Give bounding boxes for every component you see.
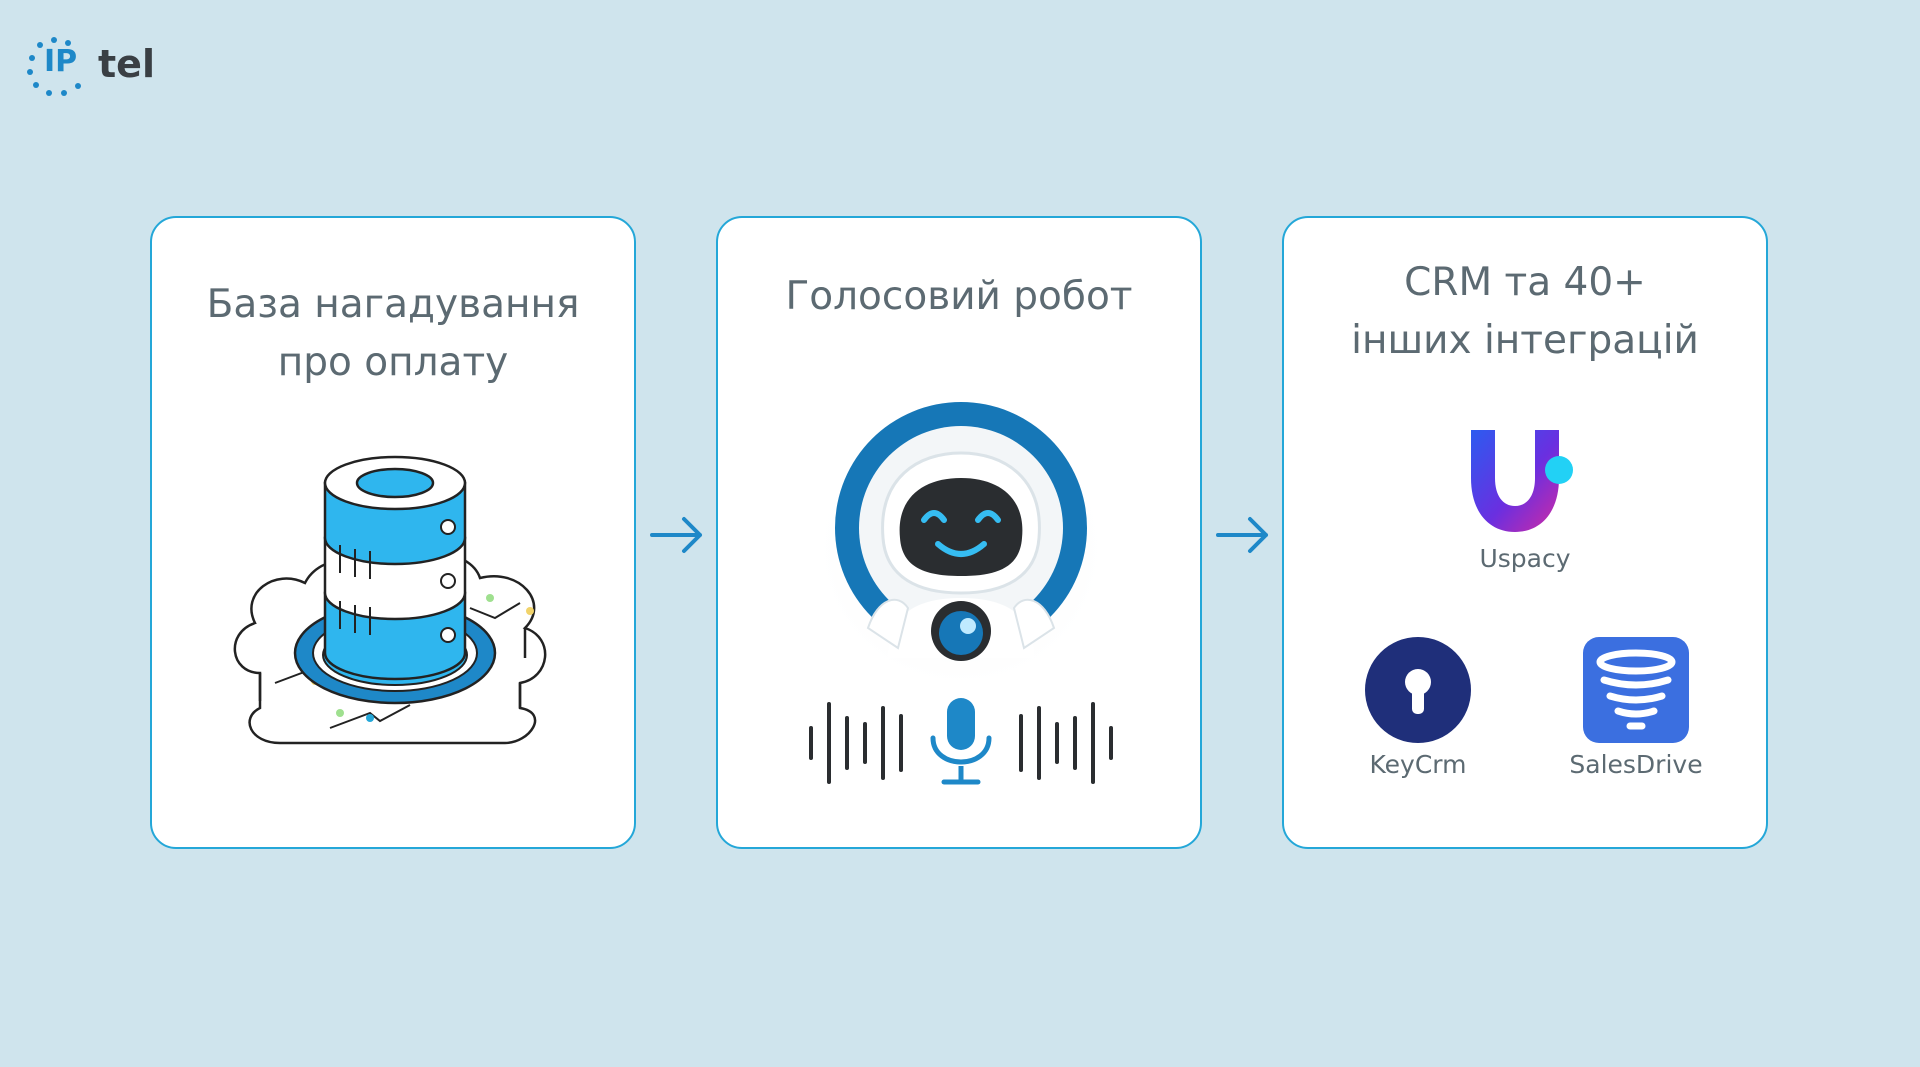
- card-title-line: про оплату: [277, 340, 509, 385]
- card-title: Голосовий робот: [718, 268, 1200, 326]
- integration-label-keycrm: KeyCrm: [1369, 750, 1467, 779]
- salesdrive-logo-icon: [1583, 637, 1689, 743]
- logo-ring-icon: [27, 37, 81, 96]
- card-title: База нагадування про оплату: [152, 276, 634, 392]
- uspacy-logo-icon: [1471, 430, 1573, 532]
- microphone-icon: [930, 698, 992, 785]
- card-title: CRM та 40+ інших інтеграцій: [1284, 254, 1766, 370]
- card-title-line: інших інтеграцій: [1351, 318, 1699, 363]
- voice-robot-icon: [809, 402, 1113, 785]
- card-crm-integrations: CRM та 40+ інших інтеграцій Uspacy KeyCr…: [1282, 216, 1768, 849]
- keycrm-logo-icon: [1365, 637, 1471, 743]
- logo-word-text: tel: [98, 42, 155, 86]
- card-reminder-database: База нагадування про оплату: [150, 216, 636, 849]
- iptel-logo: IP tel: [24, 34, 164, 98]
- arrow-right-icon: [650, 517, 702, 553]
- card-title-line: База нагадування: [206, 282, 580, 327]
- card-title-line: Голосовий робот: [785, 274, 1133, 319]
- card-title-line: CRM та 40+: [1404, 260, 1646, 305]
- card-voice-robot: Голосовий робот: [716, 216, 1202, 849]
- integration-label-uspacy: Uspacy: [1479, 544, 1571, 573]
- integration-label-salesdrive: SalesDrive: [1569, 750, 1703, 779]
- database-cloud-icon: [233, 455, 547, 745]
- logo-ip-text: IP: [44, 44, 78, 79]
- arrow-right-icon: [1216, 517, 1268, 553]
